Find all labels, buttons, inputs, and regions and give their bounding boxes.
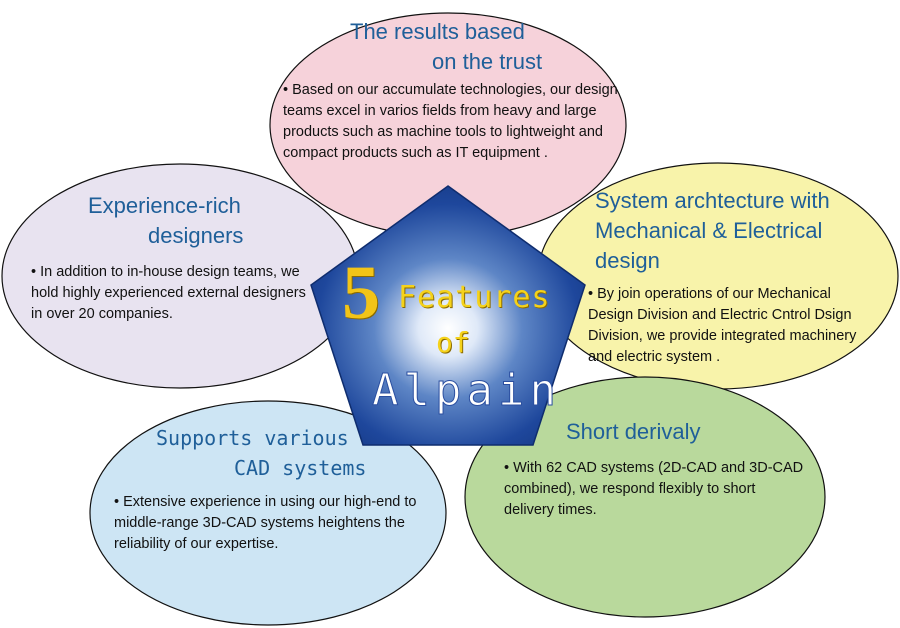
feature-title-cad-line2: CAD systems (234, 456, 367, 480)
feature-body-trust: •Based on our accumulate technologies, o… (283, 80, 621, 164)
center-of-label: of (436, 326, 470, 359)
feature-title-system-line3: design (595, 248, 660, 273)
center-pentagon (310, 185, 586, 446)
feature-title-designers-line2: designers (148, 223, 244, 248)
feature-title-trust-line2: on the trust (432, 49, 543, 74)
feature-title-cad-line1: Supports various (156, 426, 349, 450)
feature-text-delivery: With 62 CAD systems (2D-CAD and 3D-CAD c… (504, 460, 804, 518)
bullet-icon: • (504, 460, 510, 476)
feature-title-delivery-line1: Short derivaly (566, 419, 701, 444)
feature-text-trust: Based on our accumulate technologies, ou… (283, 82, 618, 161)
feature-body-system: •By join operations of our Mechanical De… (588, 284, 870, 368)
feature-text-system: By join operations of our Mechanical Des… (588, 286, 857, 365)
center-company-name: Alpain (372, 365, 561, 417)
feature-body-designers: •In addition to in-house design teams, w… (31, 262, 313, 325)
feature-body-cad: •Extensive experience in using our high-… (114, 492, 440, 555)
center-number: 5 (342, 251, 380, 335)
feature-text-cad: Extensive experience in using our high-e… (114, 494, 417, 552)
feature-title-designers: Experience-rich designers (88, 191, 243, 251)
feature-title-system-line1: System archtecture with (595, 188, 830, 213)
feature-title-trust-line1: The results based (350, 19, 525, 44)
bullet-icon: • (114, 494, 120, 510)
feature-ellipse-delivery (464, 376, 826, 618)
feature-title-trust: The results based on the trust (350, 17, 542, 77)
feature-ellipse-cad (89, 400, 447, 626)
feature-text-designers: In addition to in-house design teams, we… (31, 264, 306, 322)
bullet-icon: • (31, 264, 37, 280)
feature-body-delivery: •With 62 CAD systems (2D-CAD and 3D-CAD … (504, 458, 804, 521)
feature-title-cad: Supports various CAD systems (156, 423, 366, 483)
center-features-label: Features (398, 280, 551, 315)
bullet-icon: • (283, 82, 289, 98)
feature-title-system: System archtecture with Mechanical & Ele… (595, 186, 830, 276)
feature-title-system-line2: Mechanical & Electrical (595, 218, 823, 243)
feature-title-designers-line1: Experience-rich (88, 193, 241, 218)
bullet-icon: • (588, 286, 594, 302)
feature-title-delivery: Short derivaly (566, 417, 701, 447)
